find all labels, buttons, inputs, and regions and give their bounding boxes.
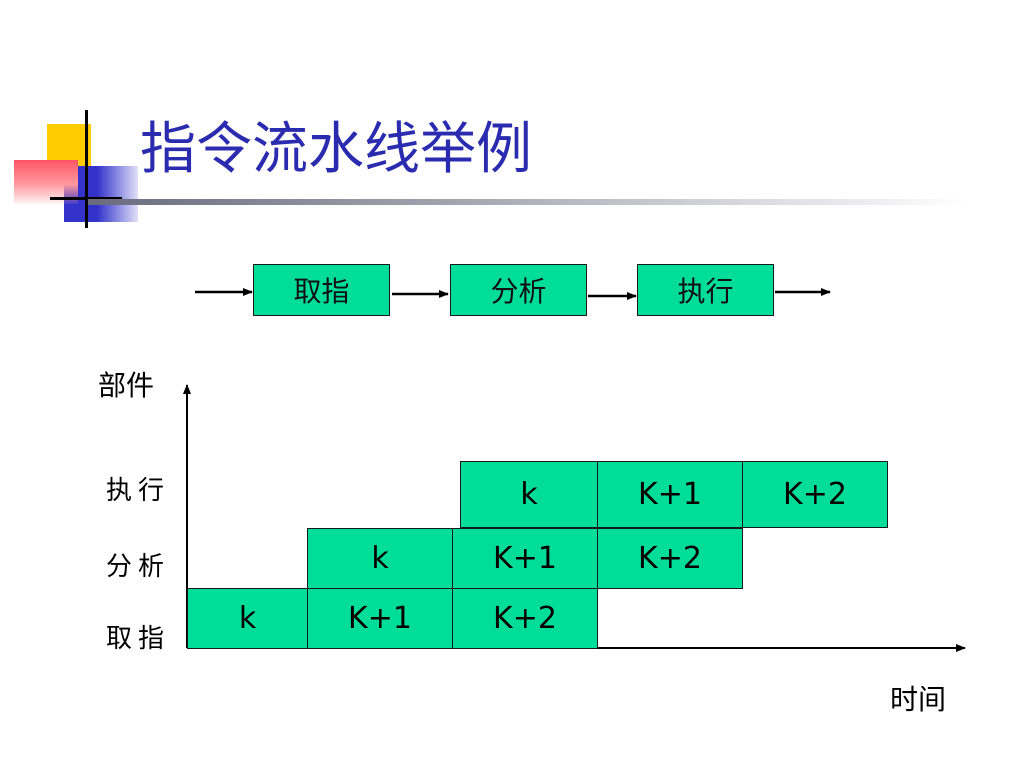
- cell-analyze-2: K+1: [452, 528, 598, 589]
- row-label-execute: 执行: [106, 476, 171, 506]
- cell-fetch-3: K+2: [452, 588, 598, 649]
- logo-vertical-line: [85, 110, 88, 228]
- logo-red-square: [14, 160, 78, 204]
- y-axis-label: 部件: [98, 369, 155, 402]
- logo-horizontal-line: [50, 197, 122, 200]
- cell-execute-3: K+2: [742, 461, 888, 528]
- stage-box-execute: 执行: [637, 264, 774, 316]
- stage-box-fetch: 取指: [253, 264, 390, 316]
- cell-fetch-2: K+1: [307, 588, 453, 649]
- cell-analyze-1: k: [307, 528, 453, 589]
- cell-analyze-3: K+2: [597, 528, 743, 589]
- cell-fetch-1: k: [187, 588, 308, 649]
- page-title: 指令流水线举例: [140, 117, 532, 182]
- cell-execute-1: k: [460, 461, 598, 528]
- x-axis-label: 时间: [890, 683, 947, 716]
- row-label-fetch: 取指: [106, 624, 171, 654]
- row-label-analyze: 分析: [106, 552, 171, 582]
- cell-execute-2: K+1: [597, 461, 743, 528]
- stage-box-analyze: 分析: [450, 264, 587, 316]
- title-underline-rule: [88, 199, 968, 205]
